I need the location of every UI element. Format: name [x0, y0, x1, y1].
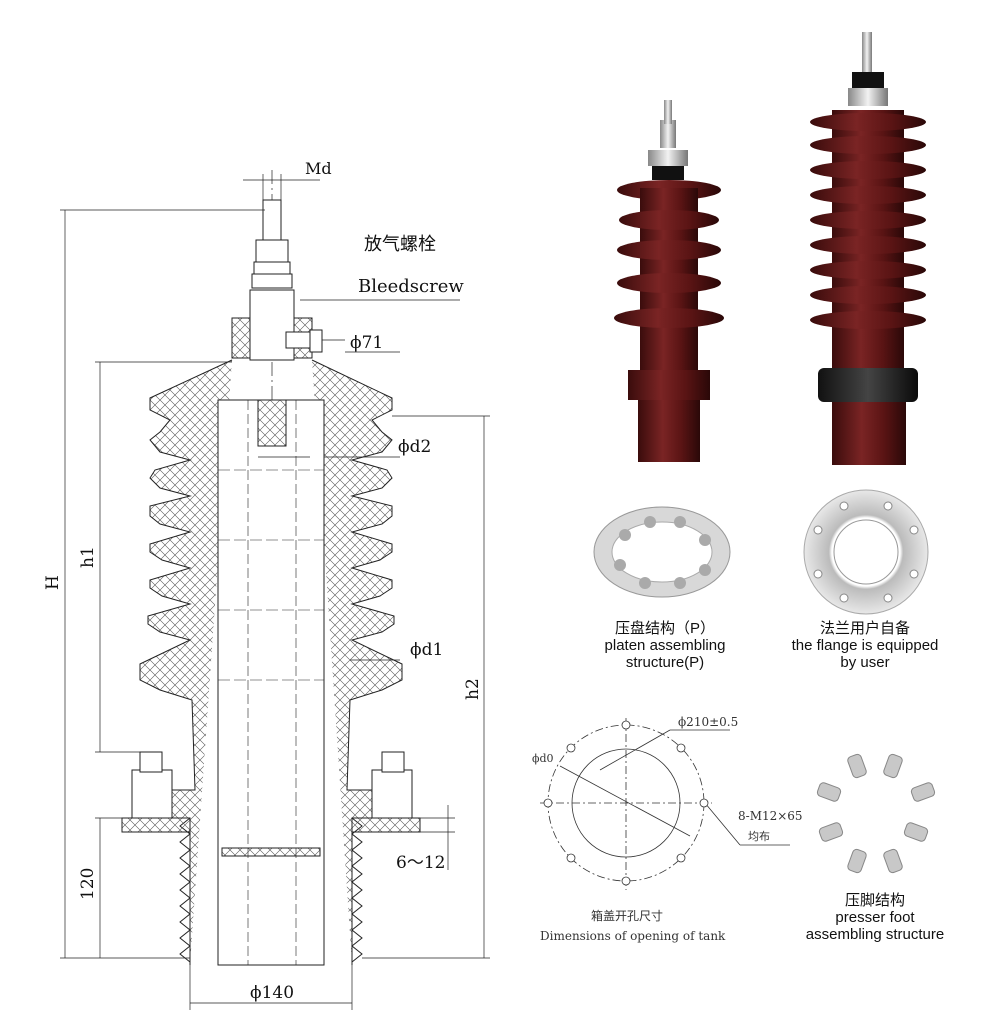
bolt-spec-label: 8-M12×65: [738, 809, 803, 823]
bleedscrew-cn-label: 放气螺栓: [364, 234, 436, 255]
platen-caption-cn: 压盘结构（P）: [614, 620, 715, 637]
drawing-labels: Md 放气螺栓 Bleedscrew ϕ71 ϕd2 ϕd1 H h1 h2 1…: [43, 159, 483, 1003]
presser-caption-cn: 压脚结构: [844, 892, 905, 909]
platen-caption: 压盘结构（P） platen assembling structure(P): [575, 620, 755, 671]
phi-d0-label: ϕd0: [532, 752, 554, 765]
flange-caption-en1: the flange is equipped: [791, 637, 939, 654]
bushing-photo-tall: [810, 32, 926, 465]
h1-label: h1: [78, 546, 98, 568]
presser-caption-en2: assembling structure: [805, 926, 945, 943]
md-label: Md: [305, 159, 332, 178]
presser-caption: 压脚结构 presser foot assembling structure: [775, 892, 975, 943]
dim-120-label: 120: [78, 868, 98, 900]
tank-title-en: Dimensions of opening of tank: [540, 929, 726, 943]
H-label: H: [43, 575, 63, 590]
platen-caption-en2: structure(P): [625, 654, 705, 671]
phi140-label: ϕ140: [250, 983, 294, 1003]
platen-ring-photo: [593, 506, 731, 598]
presser-caption-en1: presser foot: [835, 909, 915, 926]
bushing-photo-short: [614, 100, 724, 462]
tank-opening-drawing: [540, 718, 790, 890]
bleedscrew-en-label: Bleedscrew: [358, 276, 464, 297]
phi210-label: ϕ210±0.5: [678, 715, 738, 729]
tank-labels: ϕd0 ϕ210±0.5 8-M12×65 均布 箱盖开孔尺寸 Dimensio…: [532, 715, 803, 943]
evenly-label: 均布: [748, 830, 770, 843]
platen-caption-en1: platen assembling: [604, 637, 726, 654]
flange-caption-en2: by user: [840, 654, 890, 671]
flange-caption-cn: 法兰用户自备: [819, 620, 910, 637]
phid1-label: ϕd1: [410, 640, 443, 660]
flange-caption: 法兰用户自备 the flange is equipped by user: [765, 620, 965, 671]
h2-label: h2: [463, 678, 483, 700]
flange-photo: [803, 489, 929, 615]
bushing-section-drawing: [60, 170, 490, 1010]
presser-feet-photo: [816, 753, 936, 874]
phid2-label: ϕd2: [398, 437, 431, 457]
tank-title-cn: 箱盖开孔尺寸: [591, 908, 663, 923]
dim-6-12-label: 6～12: [396, 853, 445, 873]
phi71-label: ϕ71: [350, 333, 383, 353]
